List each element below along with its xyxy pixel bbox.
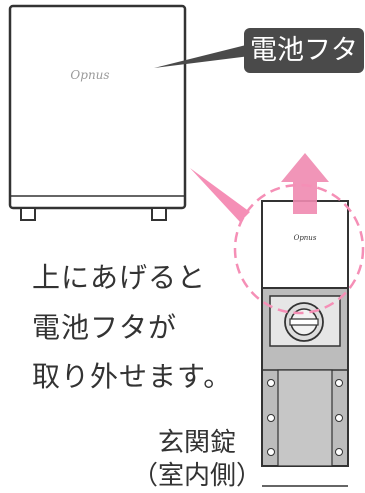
screw-icon [267, 379, 275, 387]
screw-icon [335, 379, 343, 387]
callout-pointer [154, 44, 250, 68]
battery-cover-large [8, 4, 187, 210]
highlight-circle [233, 183, 365, 315]
screw-icon [267, 448, 275, 456]
instruction-line-3: 取り外せます。 [32, 360, 233, 393]
battery-cover-foot-left [20, 207, 36, 221]
device-name: 玄関錠 [158, 428, 237, 458]
screw-icon [335, 448, 343, 456]
lift-up-arrow-icon [281, 153, 329, 214]
instruction-line-2: 電池フタが [32, 311, 178, 344]
instruction-line-1: 上にあげると [32, 261, 207, 294]
brand-logo-large: Opnus [70, 68, 109, 82]
screw-icon [267, 414, 275, 422]
screw-icon [335, 414, 343, 422]
battery-cover-foot-right [151, 207, 167, 221]
zoom-pointer [190, 168, 250, 222]
brand-logo-small: Opnus [294, 234, 317, 242]
callout-label-battery-cover: 電池フタ [244, 28, 364, 73]
lock-lower-panel [277, 369, 333, 467]
device-side-label: （室内側） [132, 461, 263, 491]
lock-thumb-turn-bar [289, 318, 319, 326]
battery-cover-small [261, 200, 349, 289]
